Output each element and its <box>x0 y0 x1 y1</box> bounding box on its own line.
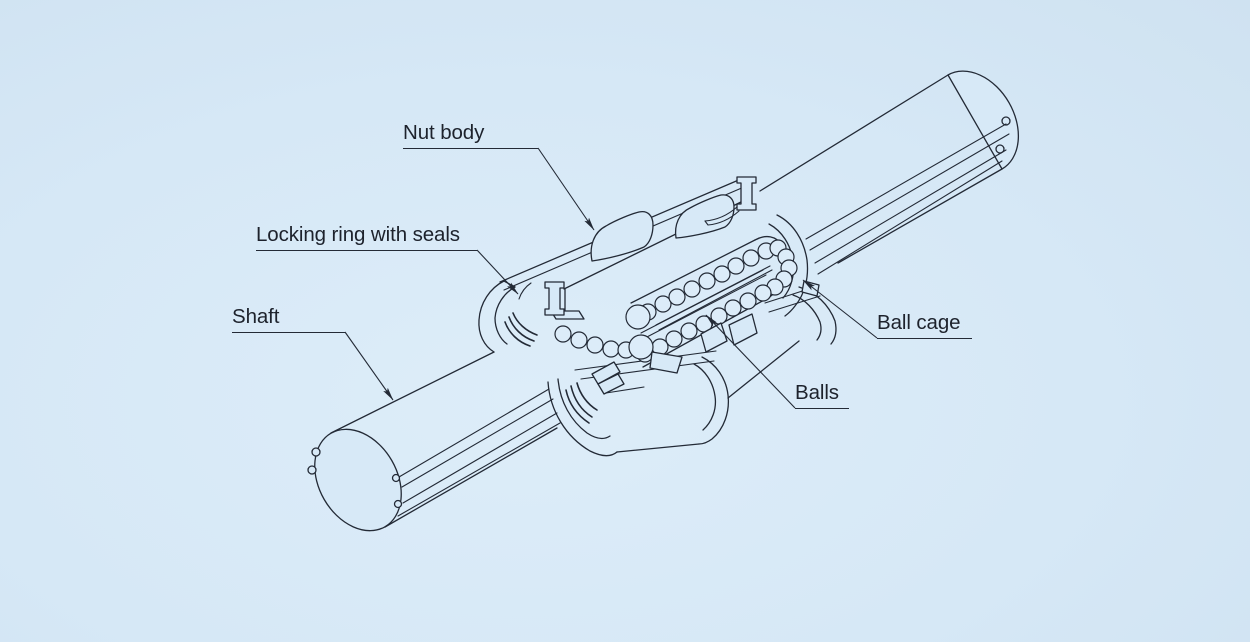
nut-cut-face-edge <box>768 295 821 313</box>
nut-band-inner-arc <box>693 363 717 431</box>
nut-cut-step-edge <box>605 386 645 394</box>
nut-bottom-edge <box>616 443 700 453</box>
balls-drawing <box>554 239 798 374</box>
label-shaft: Shaft <box>232 305 345 333</box>
shaft-raceway-line <box>401 398 554 488</box>
shaft-raceway-line <box>805 123 1007 240</box>
left-seal-lip-arc <box>565 389 590 424</box>
shaft-groove-in-cut <box>644 274 767 339</box>
nut-groove-hump <box>674 194 735 239</box>
nut-left-end-arc <box>547 381 618 457</box>
cage-web-line <box>658 269 773 331</box>
left-seal-lip-arc <box>576 382 598 411</box>
shaft-top-left-edge <box>330 351 495 434</box>
locking-ring-inner-arc <box>494 286 516 345</box>
leader-shaft <box>344 331 394 401</box>
right-seal-lip-arc <box>704 206 738 222</box>
cage-cut-face-piece <box>591 361 621 385</box>
label-nut-body: Nut body <box>403 121 538 149</box>
left-seal-lip-arc <box>570 385 593 418</box>
left-seal-section <box>544 281 565 316</box>
label-balls: Balls <box>795 381 849 409</box>
shaft-raceway-line <box>817 160 1003 275</box>
nut-left-end-inner-arc <box>557 378 611 440</box>
shaft-raceway-line <box>809 133 1010 251</box>
seal-lip-arc <box>508 316 535 342</box>
leader-balls <box>705 314 796 409</box>
label-locking-ring: Locking ring with seals <box>256 223 477 251</box>
right-seal-lip-arc <box>704 210 740 226</box>
shaft-raceway-line <box>397 422 561 517</box>
cage-cut-face-piece <box>597 373 625 395</box>
shaft-bottom-right-edge <box>837 168 1003 264</box>
shaft-bottom-left-edge <box>384 427 558 528</box>
shaft-left-end <box>314 428 402 532</box>
shaft-groove-in-cut <box>640 269 764 334</box>
locking-ring-drawing <box>478 280 538 353</box>
seal-lip-arc <box>504 321 531 347</box>
locking-ring-far-edge <box>518 282 532 300</box>
shaft-groove-notch <box>311 447 321 457</box>
leader-locking-ring <box>476 249 519 295</box>
locking-ring-cut-edge <box>503 280 516 288</box>
right-seal-section <box>736 176 757 211</box>
seal-lip-arc <box>512 312 538 336</box>
nut-groove-hump <box>590 210 654 262</box>
nut-bottom-edge <box>727 340 800 399</box>
shaft-groove-notch <box>307 465 317 475</box>
shaft-raceway-line <box>402 412 558 504</box>
cage-flange-cut-face <box>801 280 820 297</box>
leader-ball-cage <box>802 279 878 339</box>
shaft-raceway-line <box>814 149 1007 264</box>
cage-separator-bar <box>649 351 683 374</box>
nut-band-arc <box>698 356 730 445</box>
label-ball-cage: Ball cage <box>877 311 972 339</box>
leader-lines <box>344 147 878 409</box>
shaft-groove-notch <box>1001 116 1011 126</box>
locking-ring-outer-arc <box>478 280 505 353</box>
cage-track-outer-edge <box>630 239 756 304</box>
nut-body-drawing <box>499 176 757 320</box>
shaft-groove-notch <box>393 499 403 509</box>
nut-body-lower-drawing <box>547 285 837 457</box>
cage-separator-bar <box>728 313 758 346</box>
shaft-top-right-edge <box>759 74 949 192</box>
nut-right-end-inner-arc <box>792 294 822 341</box>
shaft-raceway-line <box>398 388 550 478</box>
shaft-groove-notch <box>391 473 401 483</box>
leader-nut-body <box>537 147 595 231</box>
shaft-drawing <box>307 70 1020 532</box>
